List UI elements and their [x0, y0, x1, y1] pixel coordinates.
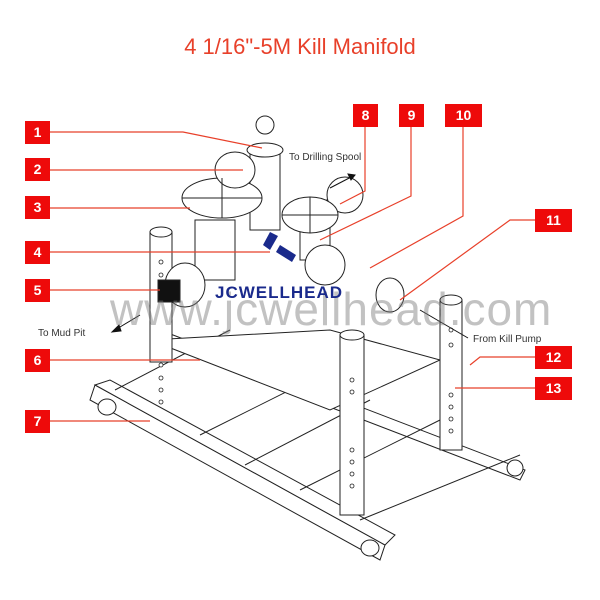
part-label-11: 11 — [535, 209, 572, 232]
to-drilling-spool-annotation: To Drilling Spool — [289, 152, 362, 163]
part-label-2: 2 — [25, 158, 50, 181]
part-label-13: 13 — [535, 377, 572, 400]
part-label-12: 12 — [535, 346, 572, 369]
part-label-1: 1 — [25, 121, 50, 144]
support-plate — [149, 329, 442, 411]
watermark-text: www.jcwellhead.com — [110, 283, 553, 335]
from-kill-pump-annotation: From Kill Pump — [473, 334, 542, 345]
part-label-5: 5 — [25, 279, 50, 302]
support-posts — [149, 226, 463, 516]
leader-lines — [50, 127, 535, 422]
brand-logo-mark — [263, 232, 296, 262]
diagram-title: 4 1/16"-5M Kill Manifold — [184, 34, 416, 59]
brand-logo-text: JCWELLHEAD — [215, 283, 344, 302]
part-label-6: 6 — [25, 349, 50, 372]
part-label-9: 9 — [399, 104, 424, 127]
to-mud-pit-annotation: To Mud Pit — [38, 328, 86, 339]
part-label-10: 10 — [445, 104, 482, 127]
part-label-4: 4 — [25, 241, 50, 264]
manifold-valves — [157, 115, 405, 313]
part-label-3: 3 — [25, 196, 50, 219]
flow-arrows — [110, 173, 469, 339]
part-label-8: 8 — [353, 104, 378, 127]
part-label-7: 7 — [25, 410, 50, 433]
